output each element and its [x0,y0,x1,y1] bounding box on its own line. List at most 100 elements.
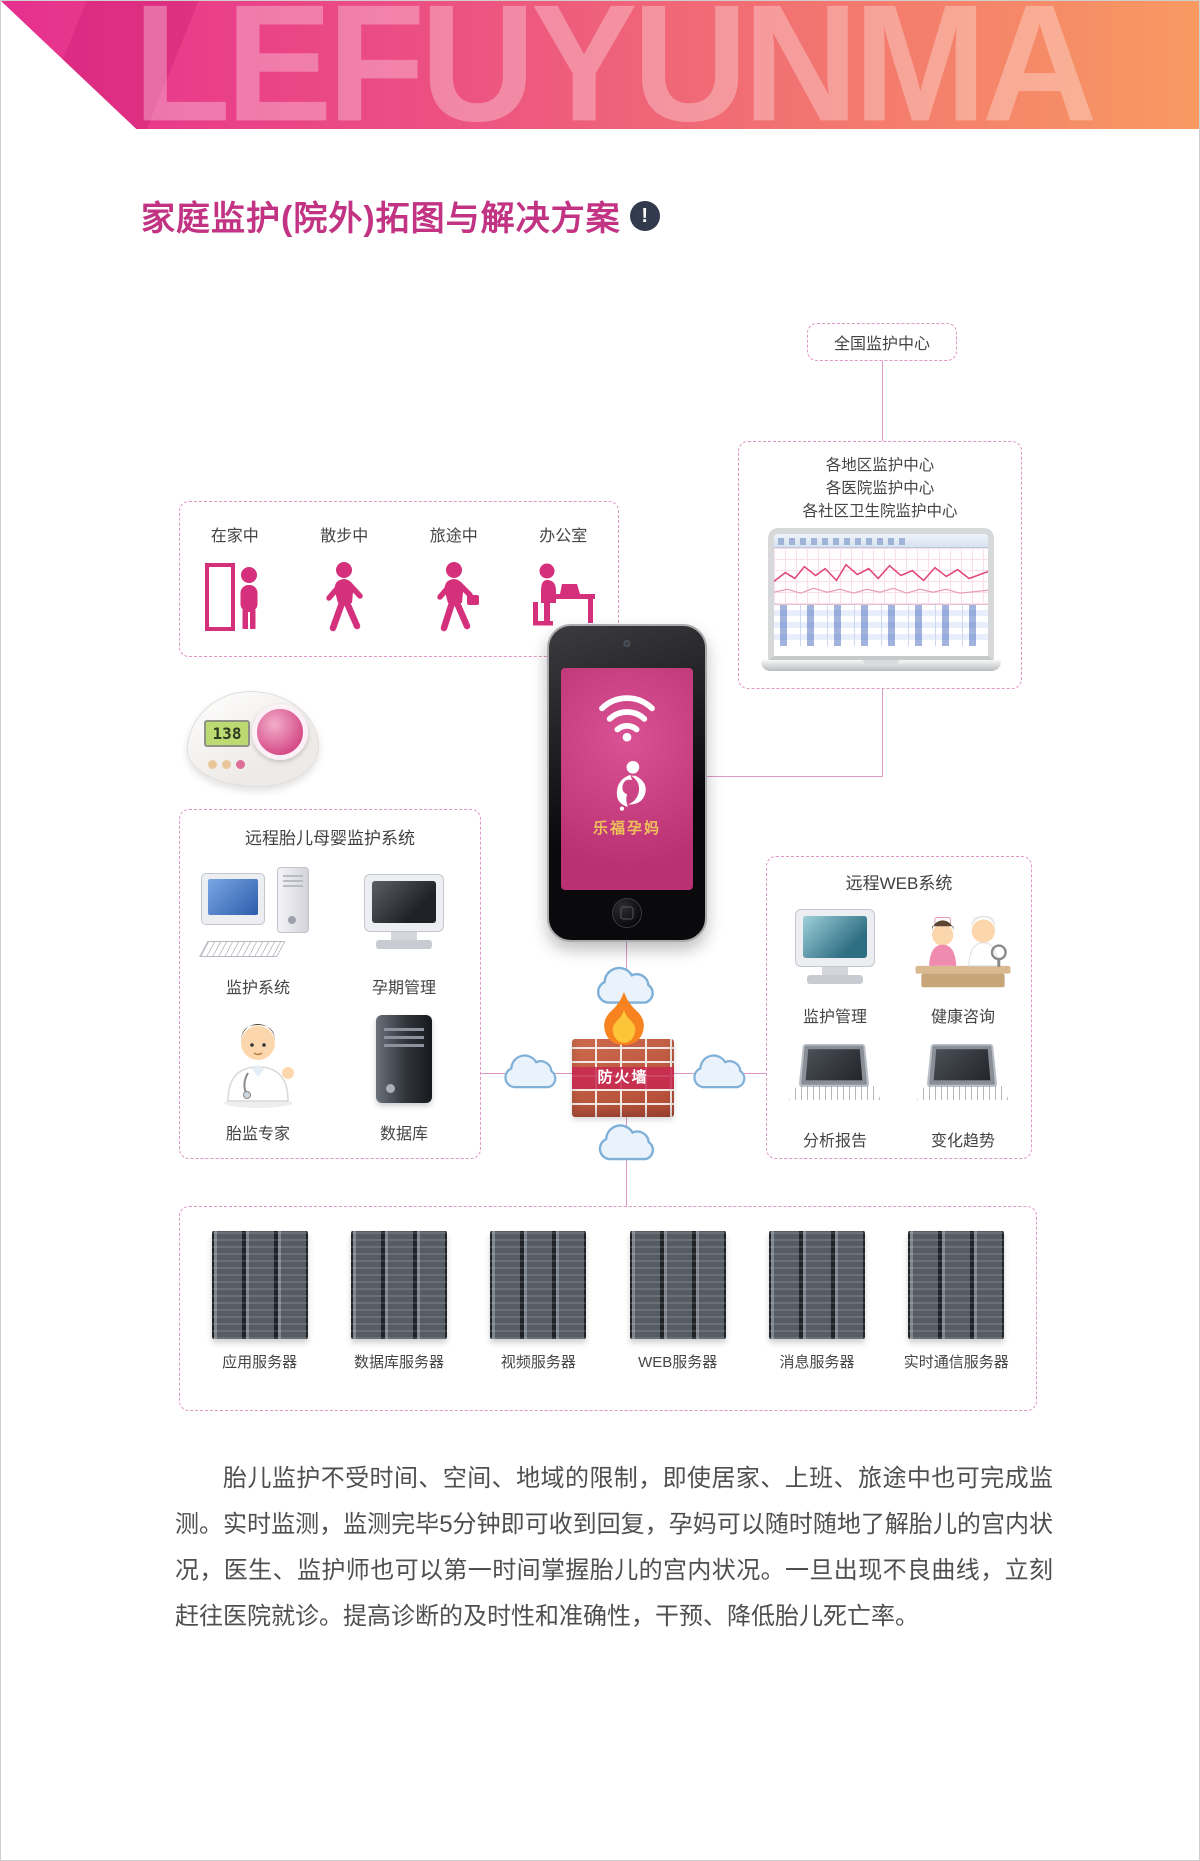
nurse-doctor-icon [908,901,1018,995]
server-rack-icon [350,1231,447,1339]
tower-server-icon [376,1006,432,1112]
brand-wordmark: LEFUYUNMA [133,1,1097,129]
doppler-lcd: 138 [204,720,250,747]
web-item-monitor-mgmt: 监护管理 [773,901,897,1027]
national-center-box: 全国监护中心 [807,323,957,361]
camera-dot-icon [623,640,631,647]
doppler-transducer [252,704,308,760]
regional-line: 各社区卫生院监护中心 [802,503,958,520]
servers-box: 应用服务器 数据库服务器 视频服务器 WEB服务器 消息服务器 实时通信服务器 [179,1206,1037,1411]
doppler-body: 138 [187,691,319,787]
fetal-doppler-device: 138 [187,691,319,795]
remote-item-database: 数据库 [336,1006,472,1144]
phone-app-name: 乐福孕妈 [592,820,661,837]
activity-office: 办公室 [509,522,619,656]
server-rack-icon [490,1231,587,1339]
laptop-data-table [774,605,988,646]
office-worker-icon [525,556,601,634]
server-label: WEB服务器 [638,1354,718,1371]
phone-screen: 乐福孕妈 [561,668,693,890]
laptop-icon [917,1027,1009,1119]
remote-item-label: 监护系统 [225,980,290,997]
connector-phone-cloud [626,942,627,986]
connector-regional-phone [707,776,883,777]
remote-item-label: 胎监专家 [225,1126,290,1143]
laptop-base [761,660,1001,671]
web-item-label: 监护管理 [802,1009,867,1026]
smartphone: 乐福孕妈 [547,624,707,942]
wifi-icon [599,695,655,742]
web-item-report: 分析报告 [773,1027,897,1151]
laptop-waveform [774,548,988,605]
web-item-label: 变化趋势 [930,1133,995,1150]
monitoring-laptop-icon [761,528,1001,671]
header-banner: LEFUYUNMA [1,1,1199,129]
doppler-button [236,760,245,769]
walking-person-icon [316,556,372,634]
cloud-icon [596,966,654,1004]
description-paragraph: 胎儿监护不受时间、空间、地域的限制，即使居家、上班、旅途中也可完成监测。实时监测… [175,1465,1053,1630]
activity-label: 旅途中 [429,528,478,545]
page-title-row: 家庭监护(院外)拓图与解决方案 ! [141,191,660,240]
activity-travel: 旅途中 [399,522,509,656]
home-button-icon [612,898,642,928]
remote-system-title: 远程胎儿母婴监护系统 [245,829,415,848]
info-badge-icon: ! [629,200,660,231]
activity-label: 在家中 [210,528,259,545]
server-app: 应用服务器 [190,1231,329,1410]
server-message: 消息服务器 [747,1231,886,1410]
remote-item-pregnancy-mgmt: 孕期管理 [336,860,472,998]
server-video: 视频服务器 [469,1231,608,1410]
web-item-consult: 健康咨询 [901,901,1025,1027]
laptop-app-toolbar [774,534,988,548]
remote-system-box: 远程胎儿母婴监护系统 监护系统 孕期管理 [179,809,481,1159]
server-label: 应用服务器 [222,1354,298,1371]
doppler-button [208,760,217,769]
server-label: 实时通信服务器 [903,1354,1009,1371]
firewall-wall: 防火墙 [572,1039,674,1117]
activity-label: 办公室 [539,528,588,545]
door-person-icon [204,556,266,634]
server-web: WEB服务器 [608,1231,747,1410]
server-rack-icon [629,1231,726,1339]
cloud-icon [598,1124,655,1161]
laptop-icon [789,1027,881,1119]
computer-set-icon [199,860,317,966]
web-item-label: 健康咨询 [930,1009,995,1026]
server-database: 数据库服务器 [329,1231,468,1410]
activity-walk: 散步中 [290,522,400,656]
web-item-label: 分析报告 [802,1133,867,1150]
cloud-icon [504,1054,557,1089]
connector-regional-down [882,689,883,777]
web-system-title: 远程WEB系统 [845,874,953,893]
flame-icon [604,992,644,1045]
crt-monitor-icon [793,901,877,995]
regional-line: 各医院监护中心 [825,480,935,497]
activity-home: 在家中 [180,522,290,656]
web-item-trend: 变化趋势 [901,1027,1025,1151]
crt-monitor-icon [362,860,446,966]
activities-box: 在家中 散步中 [179,501,619,657]
remote-item-expert: 胎监专家 [190,1006,326,1144]
regional-center-box: 各地区监护中心 各医院监护中心 各社区卫生院监护中心 [738,441,1022,689]
server-rack-icon [211,1231,308,1339]
remote-item-monitor-system: 监护系统 [190,860,326,998]
firewall-label: 防火墙 [572,1067,674,1089]
server-label: 视频服务器 [500,1354,576,1371]
server-realtime: 实时通信服务器 [887,1231,1026,1410]
web-system-box: 远程WEB系统 监护管理 [766,856,1032,1159]
regional-center-labels: 各地区监护中心 各医院监护中心 各社区卫生院监护中心 [739,442,1021,523]
activity-label: 散步中 [320,528,369,545]
national-center-label: 全国监护中心 [833,336,930,353]
doctor-icon [210,1006,306,1112]
remote-item-label: 数据库 [379,1126,428,1143]
traveler-icon [425,556,483,634]
server-rack-icon [908,1231,1005,1339]
server-label: 消息服务器 [779,1354,855,1371]
server-rack-icon [768,1231,865,1339]
regional-line: 各地区监护中心 [825,457,935,474]
cloud-icon [693,1054,746,1089]
remote-item-label: 孕期管理 [371,980,436,997]
laptop-screen [768,528,994,660]
